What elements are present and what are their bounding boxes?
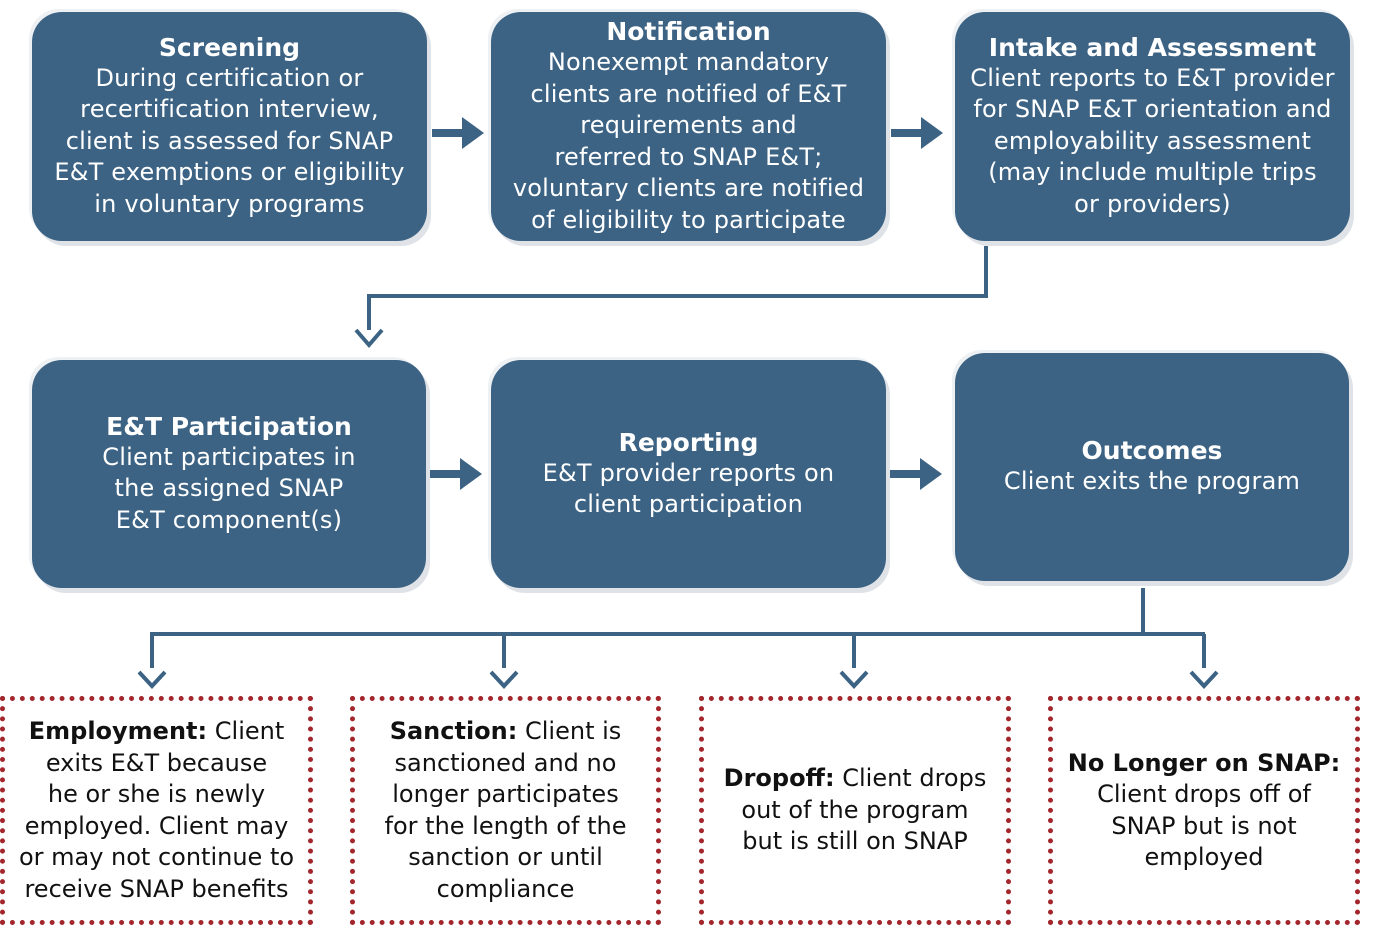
outcome-line: compliance <box>436 874 575 903</box>
arrow-head <box>921 117 943 149</box>
desc-line: Nonexempt mandatory <box>547 48 830 76</box>
desc-line: recertification interview, <box>80 95 379 124</box>
connector-line <box>367 246 988 330</box>
arrow-head <box>1189 670 1219 689</box>
outcome-line: Employment: Client <box>19 716 294 748</box>
outcome-line: longer participates <box>392 780 619 808</box>
desc-line: E&T component(s) <box>115 505 343 534</box>
no-longer-on-snap-outcome-box: No Longer on SNAP: Client drops off of S… <box>1048 696 1360 925</box>
desc-line: for SNAP E&T orientation and <box>973 95 1332 124</box>
notification-title: Notification <box>606 17 771 46</box>
screening-box: Screening During certification or recert… <box>32 12 427 241</box>
outcome-line: employed. Client may <box>24 811 289 840</box>
notification-description: Nonexempt mandatory clients are notified… <box>513 47 864 236</box>
arrow-head <box>839 670 869 689</box>
arrow-head <box>920 458 942 490</box>
desc-line: Client reports to E&T provider <box>970 63 1335 92</box>
arrow-shaft <box>432 129 464 137</box>
outcome-line: sanctioned and no <box>394 748 617 777</box>
desc-line: voluntary clients are notified <box>512 174 865 202</box>
desc-line: Client exits the program <box>1003 467 1301 496</box>
desc-line: client participation <box>573 490 804 518</box>
outcomes-box: Outcomes Client exits the program <box>955 353 1349 581</box>
outcome-line: No Longer on SNAP: <box>1068 748 1341 780</box>
desc-line: clients are notified of E&T <box>530 79 847 108</box>
outcome-line: receive SNAP benefits <box>24 874 289 903</box>
arrow-head <box>489 670 519 689</box>
outcome-line: Dropoff: Client drops <box>724 763 987 795</box>
desc-line: E&T exemptions or eligibility <box>54 158 405 187</box>
outcome-line: exits E&T because <box>45 748 268 777</box>
desc-line: Client participates in <box>102 442 356 471</box>
dropoff-outcome-box: Dropoff: Client drops out of the program… <box>699 696 1011 925</box>
intake-title: Intake and Assessment <box>988 32 1317 62</box>
sanction-outcome-box: Sanction: Client is sanctioned and no lo… <box>350 696 661 925</box>
desc-line: referred to SNAP E&T; <box>554 142 823 171</box>
intake-description: Client reports to E&T provider for SNAP … <box>970 63 1334 221</box>
outcome-line: out of the program <box>741 795 969 824</box>
desc-line: E&T provider reports on <box>542 458 835 487</box>
outcome-line: for the length of the <box>384 811 627 840</box>
desc-line: in voluntary programs <box>94 189 365 218</box>
outcome-text: Client is <box>525 717 622 745</box>
desc-line: of eligibility to participate <box>531 205 846 234</box>
arrow-shaft <box>891 129 923 137</box>
reporting-title: Reporting <box>618 427 759 457</box>
arrow-head <box>354 328 384 349</box>
outcome-text: Client drops <box>842 764 987 793</box>
desc-line: employability assessment <box>993 126 1312 155</box>
notification-box: Notification Nonexempt mandatory clients… <box>491 12 886 241</box>
desc-line: client is assessed for SNAP <box>65 126 394 155</box>
outcome-line: but is still on SNAP <box>742 827 968 856</box>
desc-line: (may include multiple trips <box>988 158 1317 187</box>
outcomes-title: Outcomes <box>1081 436 1223 466</box>
outcome-line: or may not continue to <box>18 843 295 871</box>
outcomes-description: Client exits the program <box>1004 466 1300 498</box>
screening-title: Screening <box>158 32 301 62</box>
outcome-line: employed <box>1144 843 1264 871</box>
desc-line: During certification or <box>95 63 364 92</box>
outcome-line: sanction or until <box>408 843 603 871</box>
participation-description: Client participates in the assigned SNAP… <box>102 442 355 537</box>
outcome-text: Client <box>214 717 285 745</box>
desc-line: requirements and <box>580 111 797 139</box>
reporting-description: E&T provider reports on client participa… <box>543 458 835 521</box>
arrow-head <box>460 458 482 490</box>
dropoff-term: Dropoff: <box>723 764 835 793</box>
employment-term: Employment: <box>28 717 208 745</box>
desc-line: the assigned SNAP <box>114 474 344 503</box>
employment-outcome-box: Employment: Client exits E&T because he … <box>0 696 313 925</box>
participation-box: E&T Participation Client participates in… <box>32 360 426 588</box>
participation-title: E&T Participation <box>106 411 352 441</box>
reporting-box: Reporting E&T provider reports on client… <box>491 360 886 588</box>
arrow-shaft <box>430 470 462 478</box>
outcome-line: Sanction: Client is <box>385 716 627 748</box>
intake-box: Intake and Assessment Client reports to … <box>955 12 1350 241</box>
screening-description: During certification or recertification … <box>54 63 404 221</box>
outcome-line: he or she is newly <box>47 780 266 808</box>
desc-line: or providers) <box>1074 189 1231 218</box>
outcome-line: SNAP but is not <box>1111 811 1297 840</box>
sanction-term: Sanction: <box>389 717 518 745</box>
arrow-head <box>137 670 167 689</box>
arrow-head <box>462 117 484 149</box>
no-longer-term: No Longer on SNAP: <box>1067 748 1341 777</box>
arrow-shaft <box>890 470 922 478</box>
outcome-line: Client drops off of <box>1097 780 1311 808</box>
